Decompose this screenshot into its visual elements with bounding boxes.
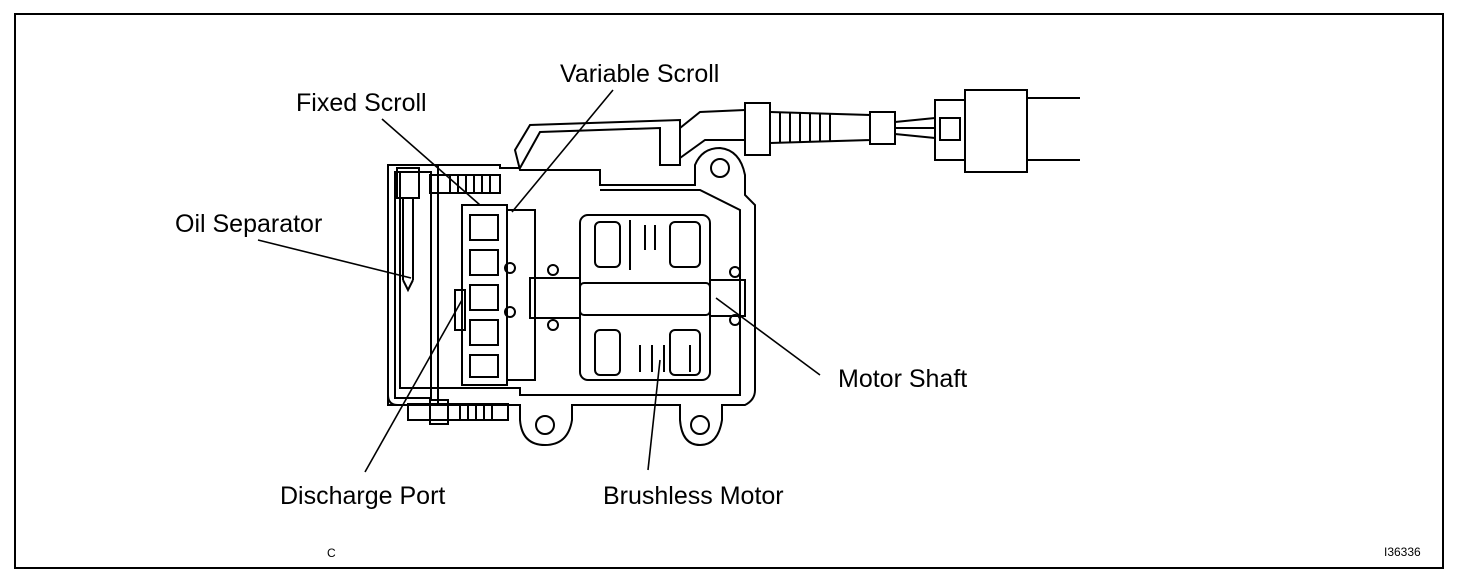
leader-variable-scroll <box>511 89 614 213</box>
leader-oil-separator <box>257 239 412 279</box>
scroll-assembly <box>454 204 536 386</box>
motor-shaft-part <box>504 262 746 331</box>
oil-separator-part <box>396 167 420 293</box>
brushless-motor-part <box>579 214 711 381</box>
leader-brushless-motor <box>647 359 661 471</box>
leader-lines <box>257 89 821 473</box>
label-brushless-motor: Brushless Motor <box>603 482 784 510</box>
leader-motor-shaft <box>715 297 821 376</box>
housing-outline <box>387 118 756 447</box>
label-discharge-port: Discharge Port <box>280 482 446 510</box>
figure-id: I36336 <box>1384 545 1421 559</box>
label-variable-scroll: Variable Scroll <box>560 60 720 88</box>
cable-connector <box>679 89 1080 173</box>
leader-discharge-port <box>364 299 463 473</box>
label-oil-separator: Oil Separator <box>175 210 323 238</box>
label-fixed-scroll: Fixed Scroll <box>296 89 427 117</box>
label-motor-shaft: Motor Shaft <box>838 365 968 393</box>
footer-mark-c: C <box>327 546 336 560</box>
figure-frame <box>14 13 1444 569</box>
leader-fixed-scroll <box>381 118 481 206</box>
